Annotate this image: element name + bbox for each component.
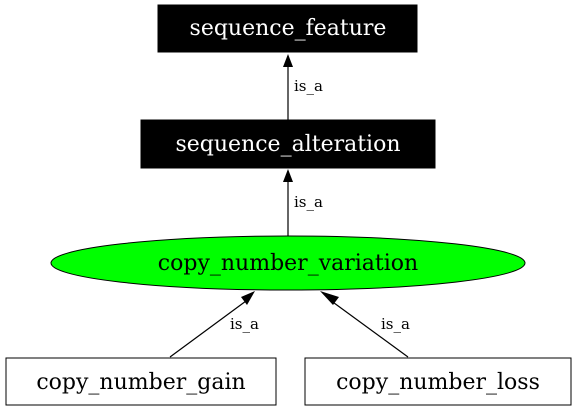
edge-label: is_a (294, 77, 323, 95)
arrowhead-icon (283, 54, 293, 67)
node-copy-number-loss[interactable]: copy_number_loss (304, 357, 572, 406)
node-sequence-feature[interactable]: sequence_feature (157, 4, 418, 53)
edge-copy-number-variation-to-sequence-alteration: is_a (283, 169, 323, 236)
node-copy-number-gain[interactable]: copy_number_gain (5, 357, 277, 406)
node-label: sequence_feature (190, 16, 387, 41)
edge-label: is_a (381, 315, 410, 333)
edge-label: is_a (230, 315, 259, 333)
node-label: copy_number_variation (158, 251, 418, 276)
node-sequence-alteration[interactable]: sequence_alteration (140, 119, 436, 169)
arrowhead-icon (320, 291, 339, 305)
edge-copy-number-loss-to-copy-number-variation: is_a (320, 291, 410, 358)
edge-label: is_a (294, 193, 323, 211)
node-label: sequence_alteration (175, 132, 400, 157)
arrowhead-icon (241, 291, 255, 305)
edge-copy-number-gain-to-copy-number-variation: is_a (169, 291, 259, 358)
edge-sequence-alteration-to-sequence-feature: is_a (283, 54, 323, 120)
node-label: copy_number_gain (36, 370, 245, 395)
node-label: copy_number_loss (336, 370, 540, 395)
arrowhead-icon (283, 169, 293, 182)
node-copy-number-variation[interactable]: copy_number_variation (50, 235, 526, 291)
